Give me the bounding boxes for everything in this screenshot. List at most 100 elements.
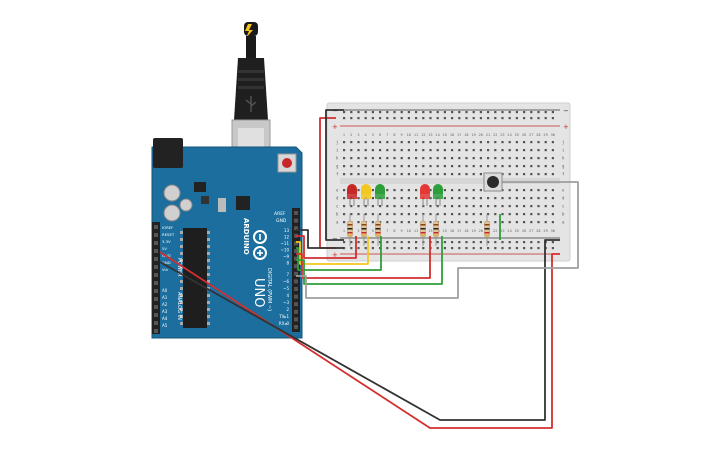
breadboard-hole[interactable] [415, 189, 418, 192]
breadboard-hole[interactable] [523, 205, 526, 208]
breadboard-hole[interactable] [386, 173, 389, 176]
breadboard-hole[interactable] [400, 205, 403, 208]
rail-hole[interactable] [350, 241, 353, 244]
breadboard-hole[interactable] [350, 213, 353, 216]
rail-hole[interactable] [379, 117, 382, 120]
rail-hole[interactable] [523, 241, 526, 244]
rail-hole[interactable] [530, 111, 533, 114]
rail-hole[interactable] [501, 117, 504, 120]
breadboard-hole[interactable] [429, 221, 432, 224]
breadboard-hole[interactable] [350, 141, 353, 144]
rail-hole[interactable] [357, 241, 360, 244]
breadboard-hole[interactable] [515, 197, 518, 200]
breadboard-hole[interactable] [458, 157, 461, 160]
breadboard-hole[interactable] [371, 221, 374, 224]
breadboard-hole[interactable] [436, 165, 439, 168]
breadboard-hole[interactable] [479, 173, 482, 176]
breadboard-hole[interactable] [407, 205, 410, 208]
breadboard-hole[interactable] [451, 173, 454, 176]
breadboard-hole[interactable] [436, 213, 439, 216]
breadboard-hole[interactable] [422, 165, 425, 168]
breadboard-hole[interactable] [544, 165, 547, 168]
breadboard-hole[interactable] [515, 189, 518, 192]
breadboard-hole[interactable] [458, 149, 461, 152]
breadboard-hole[interactable] [415, 141, 418, 144]
breadboard-hole[interactable] [501, 157, 504, 160]
breadboard-hole[interactable] [479, 141, 482, 144]
breadboard-hole[interactable] [537, 165, 540, 168]
breadboard-hole[interactable] [443, 189, 446, 192]
breadboard-hole[interactable] [530, 165, 533, 168]
breadboard-hole[interactable] [501, 197, 504, 200]
breadboard-hole[interactable] [508, 213, 511, 216]
rail-hole[interactable] [515, 247, 518, 250]
reset-button-cap[interactable] [282, 158, 292, 168]
breadboard-hole[interactable] [515, 165, 518, 168]
wire-pin9-red[interactable] [296, 236, 431, 279]
breadboard-hole[interactable] [451, 165, 454, 168]
breadboard-hole[interactable] [487, 197, 490, 200]
breadboard-hole[interactable] [343, 149, 346, 152]
breadboard-hole[interactable] [379, 205, 382, 208]
rail-hole[interactable] [407, 117, 410, 120]
wire-5v-red[interactable] [159, 251, 560, 429]
rail-hole[interactable] [508, 117, 511, 120]
breadboard-hole[interactable] [429, 157, 432, 160]
breadboard-hole[interactable] [494, 165, 497, 168]
breadboard-hole[interactable] [415, 213, 418, 216]
breadboard-hole[interactable] [551, 189, 554, 192]
breadboard-hole[interactable] [436, 205, 439, 208]
rail-hole[interactable] [343, 111, 346, 114]
rail-hole[interactable] [487, 117, 490, 120]
rail-hole[interactable] [371, 241, 374, 244]
breadboard-hole[interactable] [523, 197, 526, 200]
rail-hole[interactable] [343, 241, 346, 244]
breadboard-hole[interactable] [494, 149, 497, 152]
breadboard-hole[interactable] [415, 149, 418, 152]
resistors[interactable] [347, 214, 490, 246]
wire-pin7-gray[interactable] [296, 181, 579, 299]
wire-gnd-black[interactable] [159, 239, 560, 421]
breadboard-hole[interactable] [551, 173, 554, 176]
rail-hole[interactable] [544, 111, 547, 114]
breadboard-hole[interactable] [487, 157, 490, 160]
breadboard-hole[interactable] [465, 213, 468, 216]
breadboard-hole[interactable] [443, 173, 446, 176]
breadboard-hole[interactable] [494, 213, 497, 216]
breadboard-hole[interactable] [551, 221, 554, 224]
rail-hole[interactable] [508, 247, 511, 250]
breadboard-hole[interactable] [544, 221, 547, 224]
breadboard-hole[interactable] [530, 221, 533, 224]
rail-hole[interactable] [400, 111, 403, 114]
rail-hole[interactable] [415, 111, 418, 114]
breadboard-hole[interactable] [343, 197, 346, 200]
breadboard-hole[interactable] [429, 213, 432, 216]
breadboard-hole[interactable] [537, 149, 540, 152]
breadboard-hole[interactable] [472, 189, 475, 192]
rail-hole[interactable] [487, 111, 490, 114]
breadboard-hole[interactable] [544, 189, 547, 192]
breadboard-hole[interactable] [487, 141, 490, 144]
breadboard-hole[interactable] [544, 213, 547, 216]
breadboard-hole[interactable] [422, 157, 425, 160]
breadboard-hole[interactable] [350, 157, 353, 160]
breadboard-hole[interactable] [343, 213, 346, 216]
rail-hole[interactable] [415, 241, 418, 244]
breadboard-hole[interactable] [443, 157, 446, 160]
breadboard-hole[interactable] [458, 205, 461, 208]
breadboard-hole[interactable] [429, 149, 432, 152]
breadboard-hole[interactable] [415, 197, 418, 200]
breadboard-hole[interactable] [551, 141, 554, 144]
breadboard-hole[interactable] [472, 157, 475, 160]
resistor[interactable] [484, 214, 490, 246]
breadboard-hole[interactable] [515, 213, 518, 216]
rail-hole[interactable] [451, 247, 454, 250]
breadboard-hole[interactable] [523, 141, 526, 144]
rail-hole[interactable] [371, 247, 374, 250]
rail-hole[interactable] [472, 241, 475, 244]
breadboard-hole[interactable] [357, 149, 360, 152]
rail-hole[interactable] [530, 241, 533, 244]
breadboard-hole[interactable] [415, 157, 418, 160]
rail-hole[interactable] [465, 241, 468, 244]
